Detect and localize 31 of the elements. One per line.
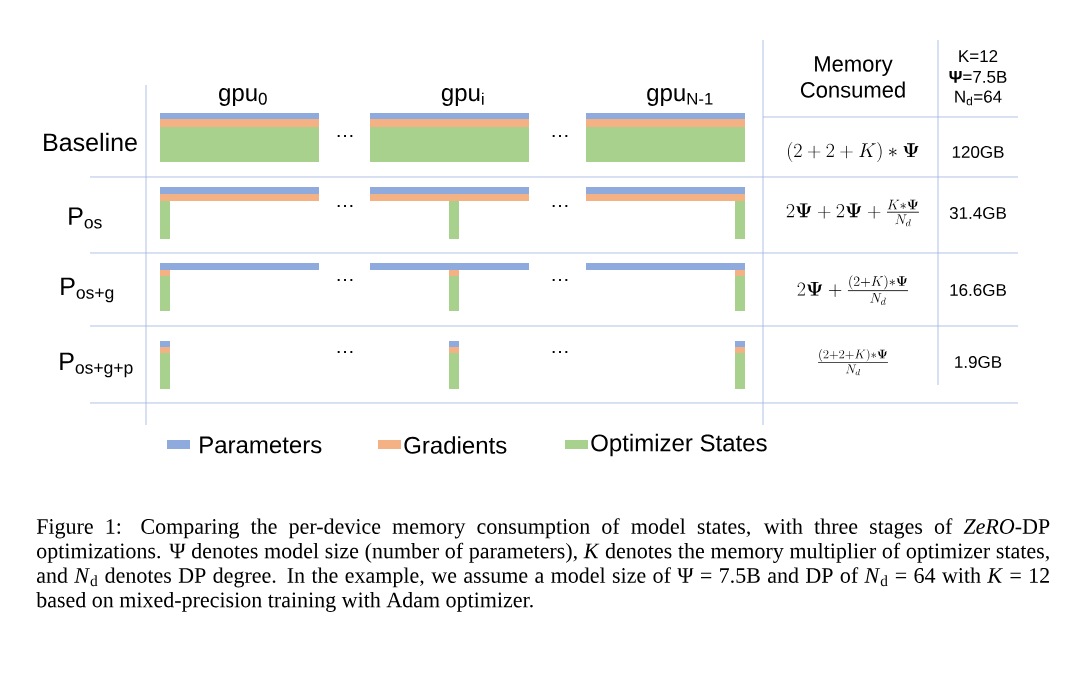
legend-label: Parameters — [200, 436, 322, 454]
ellipsis: … — [337, 278, 353, 282]
caption: Figure 1: Comparing the per-device memory consumption of model states, with three stages of ZeRO-DP optimizations. Ψ denotes model size (number of parameters), K denotes the memory multiplier of optimizer states, and N$_{d}$ denotes DP degree. In the example, we assume a model size of Ψ = 7.5B and DP of N$_{d}$ = 64 with K = 12 based on mixed-precision training with Adam optimizer. — [36, 518, 1050, 612]
ellipsis: … — [337, 134, 353, 138]
row-label: P$_{os}$ — [69, 207, 102, 229]
legend-label: Optimizer States — [591, 433, 767, 457]
ellipsis: … — [552, 204, 568, 208]
formula: $2\mathbf{\Psi} + \frac{(2+ K) * \mathbf{\Psi}}{N_d}$ — [797, 275, 909, 305]
formula: $\frac{(2+ 2+ K) * \mathbf{\Psi}}{N_d}$ — [818, 348, 888, 376]
column-header: gpu$_{0}$ — [219, 88, 267, 106]
column-header: Memory Consumed — [800, 56, 905, 98]
ellipsis: … — [552, 350, 568, 354]
ellipsis: … — [552, 134, 568, 138]
parameter-note: N$_{d}$=64 — [955, 90, 1002, 106]
row-label: Baseline — [44, 132, 137, 152]
ellipsis: … — [552, 278, 568, 282]
column-header: gpu$_{N-1}$ — [647, 88, 713, 106]
memory-value: 16.6GB — [950, 284, 1006, 296]
parameter-note: Ψ=7.5B — [949, 71, 1007, 83]
memory-value: 1.9GB — [955, 356, 1002, 368]
legend-label: Gradients — [404, 436, 507, 454]
row-label: P$_{os+g}$ — [61, 277, 114, 303]
ellipsis: … — [337, 204, 353, 208]
formula: $(2 + 2 + K) * \mathbf{\Psi}$ — [788, 142, 919, 162]
memory-value: 120GB — [952, 146, 1004, 158]
memory-value: 31.4GB — [949, 207, 1006, 219]
ellipsis: … — [337, 350, 353, 354]
row-label: P$_{os+g+p}$ — [60, 352, 133, 378]
formula: $2\mathbf{\Psi} + 2\mathbf{\Psi} + \frac{K * \mathbf{\Psi}}{N_d}$ — [786, 199, 919, 227]
parameter-note: K=12 — [959, 50, 998, 62]
column-header: gpu$_{i}$ — [441, 88, 484, 106]
